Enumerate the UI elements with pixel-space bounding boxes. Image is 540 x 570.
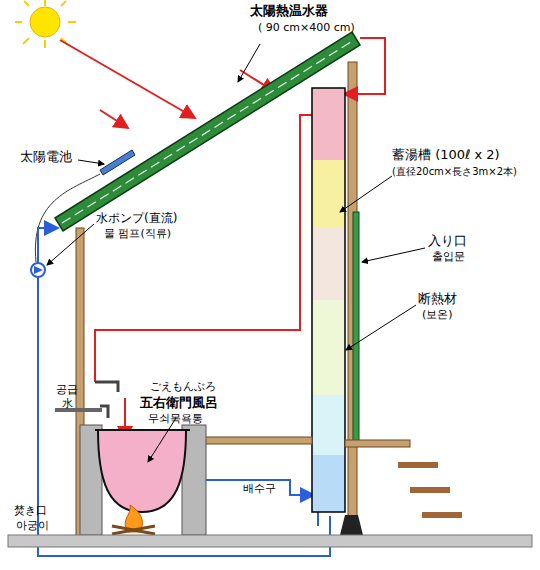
part-label: 공급	[56, 384, 78, 397]
sun-ray	[60, 40, 195, 118]
solar-cell	[100, 150, 135, 175]
leader-line	[78, 160, 104, 164]
goemon-bath	[98, 430, 186, 512]
drain-pipe	[205, 480, 314, 495]
part-label: ごえもんぶろ	[150, 381, 216, 394]
wire	[35, 174, 100, 262]
tank-stand	[340, 515, 363, 535]
bath-rim	[95, 429, 190, 431]
part-label: 아궁이	[16, 520, 49, 533]
part-label: 五右衛門風呂	[140, 396, 218, 411]
leader-line	[45, 268, 112, 270]
faucet	[95, 382, 118, 392]
part-label: 水	[62, 398, 73, 411]
part-label: 蓄湯槽 (100ℓ x 2)	[392, 148, 500, 163]
hot-pipe	[95, 115, 312, 382]
dimension: (直径20cm×長さ3m×2本)	[392, 166, 517, 178]
part-label: 무쇠목욕통	[148, 413, 203, 426]
solar-collector	[55, 32, 360, 231]
part-label: 水ポンプ(直流)	[96, 212, 177, 226]
sun-ray	[100, 110, 128, 128]
ground-slab	[8, 535, 532, 547]
sun	[15, 0, 76, 48]
dimension: ( 90 cm×400 cm)	[258, 22, 355, 35]
leader-line	[47, 224, 94, 265]
part-label: (보온)	[422, 309, 453, 322]
faucet	[100, 406, 108, 418]
door	[353, 212, 359, 442]
part-label: 배수구	[243, 483, 276, 496]
pump-symbol	[34, 266, 43, 274]
deck	[345, 440, 410, 447]
leader-line	[238, 44, 260, 82]
drain-outlet	[317, 512, 319, 526]
part-label: 断熱材	[418, 292, 457, 307]
part-label: 入り口	[428, 234, 467, 249]
pump	[31, 263, 45, 277]
stairs	[398, 462, 462, 518]
part-label: 출입문	[432, 251, 465, 264]
cold-pipe	[38, 277, 330, 556]
part-label: 焚き口	[14, 505, 47, 518]
storage-tank	[312, 88, 345, 512]
part-label: 太陽電池	[20, 150, 72, 165]
hot-pipe	[344, 38, 385, 94]
deck	[205, 437, 312, 444]
leader-line	[362, 248, 425, 262]
part-label: 물 펌프(직류)	[104, 228, 171, 241]
leader-line	[340, 176, 392, 212]
label-title: 太陽熱温水器	[250, 4, 328, 19]
fire	[112, 505, 155, 534]
leader-line	[346, 305, 416, 350]
